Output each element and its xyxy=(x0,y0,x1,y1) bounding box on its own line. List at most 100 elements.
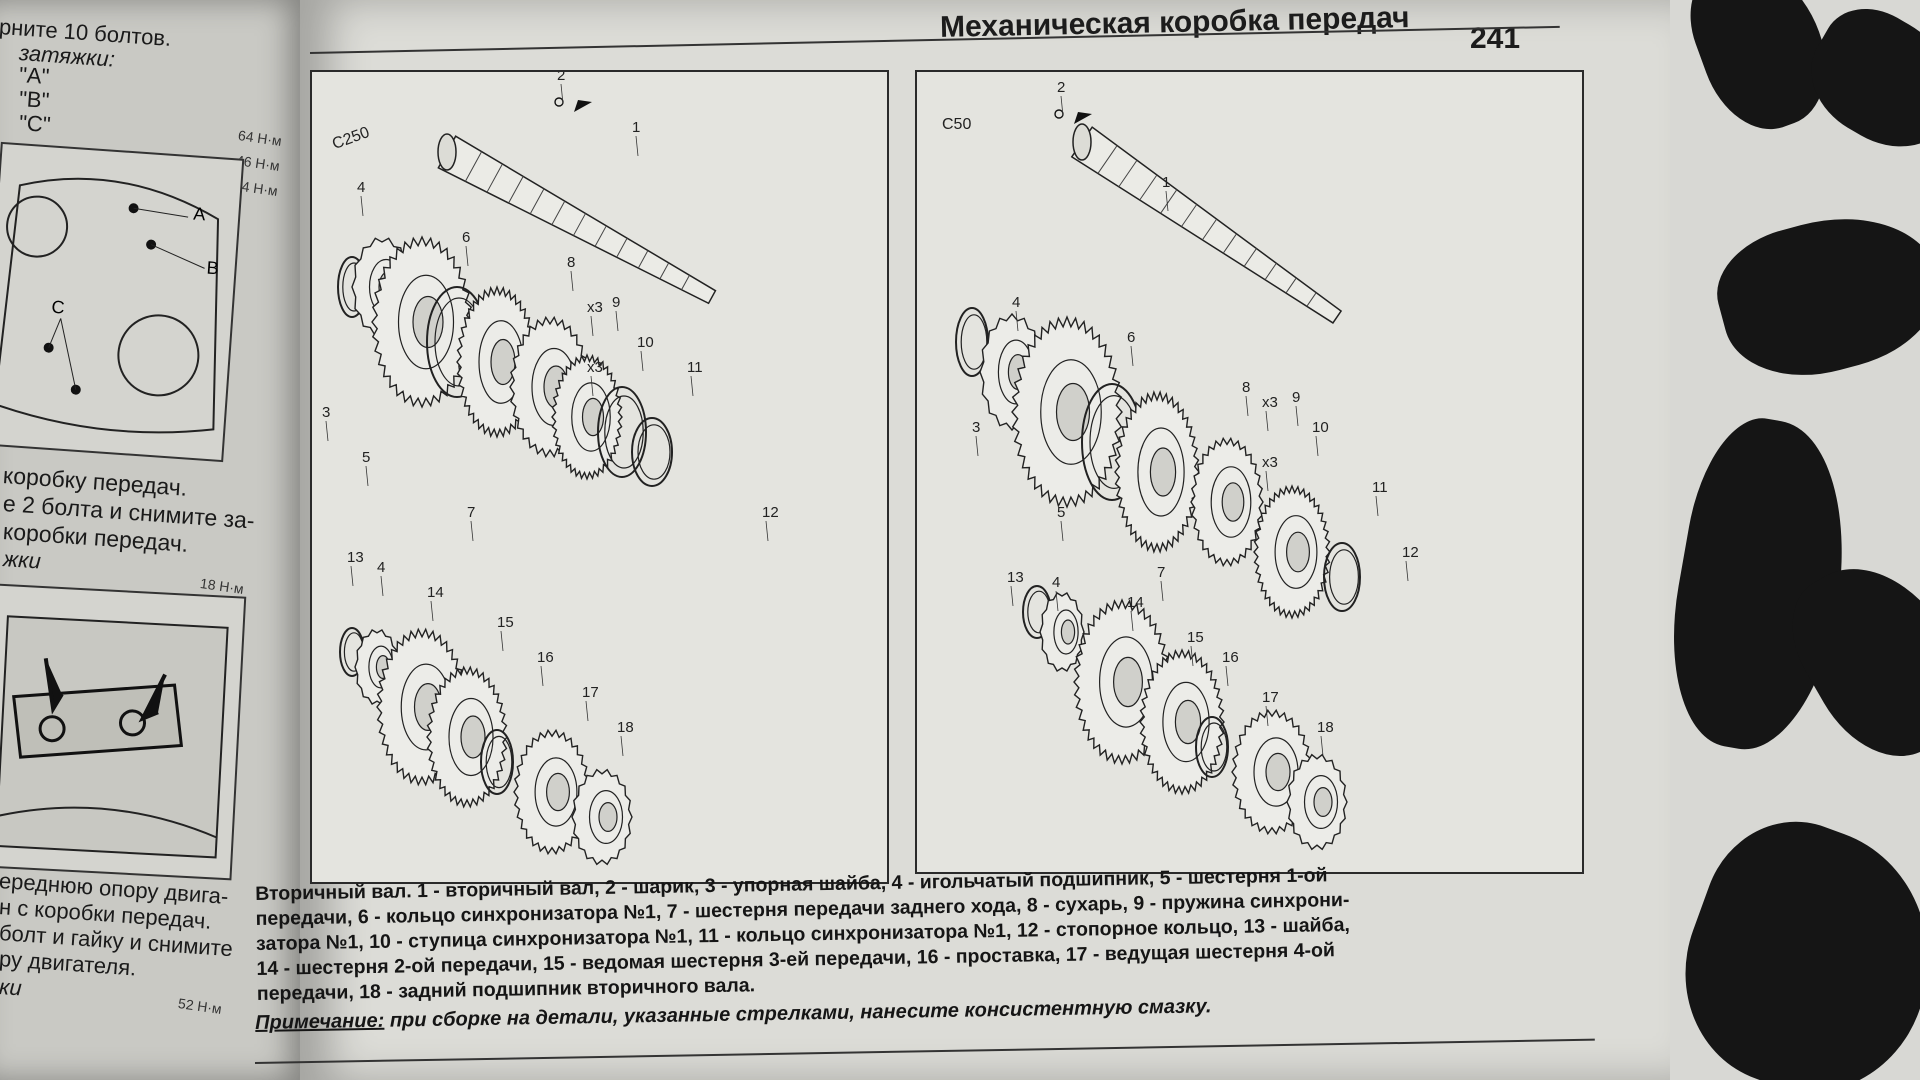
leader-line xyxy=(1245,395,1249,417)
leader-line xyxy=(1130,610,1134,632)
callout-label: 8 xyxy=(567,254,575,271)
leader-line xyxy=(1225,665,1229,687)
callout-label: 6 xyxy=(1127,329,1135,346)
callout-label: 13 xyxy=(347,549,364,566)
callout-label: 7 xyxy=(467,504,475,521)
callout-label: 5 xyxy=(1057,504,1065,521)
callout-label: 16 xyxy=(1222,649,1239,666)
gear-part xyxy=(1190,436,1264,568)
figure-caption: Вторичный вал. 1 - вторичный вал, 2 - ша… xyxy=(255,859,1597,1007)
ball xyxy=(1054,109,1064,119)
callout-label: 14 xyxy=(427,584,444,601)
callout-label: 11 xyxy=(687,359,703,376)
leader-line xyxy=(470,520,474,542)
leader-line xyxy=(360,195,364,217)
callout-label: 4 xyxy=(377,559,385,576)
left-page: рните 10 болтов. затяжки: "А" "В" "С" 64… xyxy=(0,0,310,1080)
leader-line xyxy=(590,315,594,337)
leader-line xyxy=(635,135,639,157)
gear-part xyxy=(1253,484,1331,620)
leader-line xyxy=(380,575,384,597)
leader-line xyxy=(615,310,619,332)
leader-line xyxy=(350,565,354,587)
callout-label: 17 xyxy=(1262,689,1279,706)
leader-line xyxy=(325,420,329,442)
leader-line xyxy=(465,245,469,267)
callout-label: 17 xyxy=(582,684,599,701)
callout-label: 10 xyxy=(1312,419,1329,436)
panel-label: C50 xyxy=(942,116,972,133)
figure-label-b: B xyxy=(206,258,219,279)
callout-label: 5 xyxy=(362,449,370,466)
callout-label: 15 xyxy=(497,614,514,631)
leader-line xyxy=(590,375,594,397)
leader-line xyxy=(1320,735,1324,757)
figure-label-c: C xyxy=(51,297,65,318)
figure-label-a: A xyxy=(193,203,206,224)
callout-label: x3 xyxy=(587,359,603,376)
left-figure-engine-mount xyxy=(0,583,247,881)
zebra-rug xyxy=(1660,0,1920,1080)
gear-part xyxy=(1139,648,1225,796)
leader-line xyxy=(1375,495,1379,517)
callout-label: 11 xyxy=(1372,479,1388,496)
callout-label: x3 xyxy=(1262,454,1278,471)
callout-label: 1 xyxy=(632,119,640,136)
header-divider xyxy=(309,25,1560,54)
ring-part xyxy=(1323,542,1361,612)
leader-line xyxy=(1160,580,1164,602)
callout-label: 9 xyxy=(1292,389,1300,406)
leader-line xyxy=(430,600,434,622)
callout-label: 18 xyxy=(617,719,634,736)
left-figure-cover-bolts: A B C xyxy=(0,141,245,463)
lubrication-arrow-icon xyxy=(574,100,592,112)
gear-part xyxy=(1114,390,1200,554)
leader-line xyxy=(1190,645,1194,667)
callout-label: 14 xyxy=(1127,594,1144,611)
callout-label: 13 xyxy=(1007,569,1024,586)
leader-line xyxy=(620,735,624,757)
leader-line xyxy=(365,465,369,487)
callout-label: 4 xyxy=(1052,574,1060,591)
lubrication-arrow-icon xyxy=(1074,112,1092,124)
leader-line xyxy=(765,520,769,542)
callout-label: 8 xyxy=(1242,379,1250,396)
callout-label: x3 xyxy=(587,299,603,316)
callout-label: 16 xyxy=(537,649,554,666)
output-shaft xyxy=(1070,123,1343,324)
callout-label: 12 xyxy=(1402,544,1419,561)
leader-line xyxy=(1265,410,1269,432)
leader-line xyxy=(540,665,544,687)
ring-part xyxy=(480,729,514,795)
engine-mount-diagram xyxy=(0,615,229,859)
callout-label: 10 xyxy=(637,334,654,351)
left-page-line: "С" xyxy=(18,110,52,138)
gear-part xyxy=(1011,315,1123,509)
callout-label: 4 xyxy=(357,179,365,196)
callout-label: 7 xyxy=(1157,564,1165,581)
leader-line xyxy=(1060,520,1064,542)
callout-label: 2 xyxy=(557,72,565,84)
leader-line xyxy=(1060,95,1064,117)
ring-part xyxy=(597,386,647,478)
leader-line xyxy=(1295,405,1299,427)
leader-line xyxy=(1055,590,1059,612)
leader-line xyxy=(1010,585,1014,607)
leader-line xyxy=(975,435,979,457)
leader-line xyxy=(690,375,694,397)
torque-value: 64 Н·м xyxy=(237,127,283,149)
left-page-line: ки xyxy=(0,974,23,1001)
leader-line xyxy=(1315,435,1319,457)
left-page-line: жки xyxy=(2,546,42,574)
callout-label: 3 xyxy=(322,404,330,421)
callout-label: 4 xyxy=(1012,294,1020,311)
leader-line xyxy=(1405,560,1409,582)
gear-part xyxy=(513,728,591,856)
leader-line xyxy=(1265,705,1269,727)
callout-label: 1 xyxy=(1162,174,1170,191)
leader-line xyxy=(1165,190,1169,212)
cover-diagram: A B C xyxy=(0,177,219,434)
callout-label: 9 xyxy=(612,294,620,311)
